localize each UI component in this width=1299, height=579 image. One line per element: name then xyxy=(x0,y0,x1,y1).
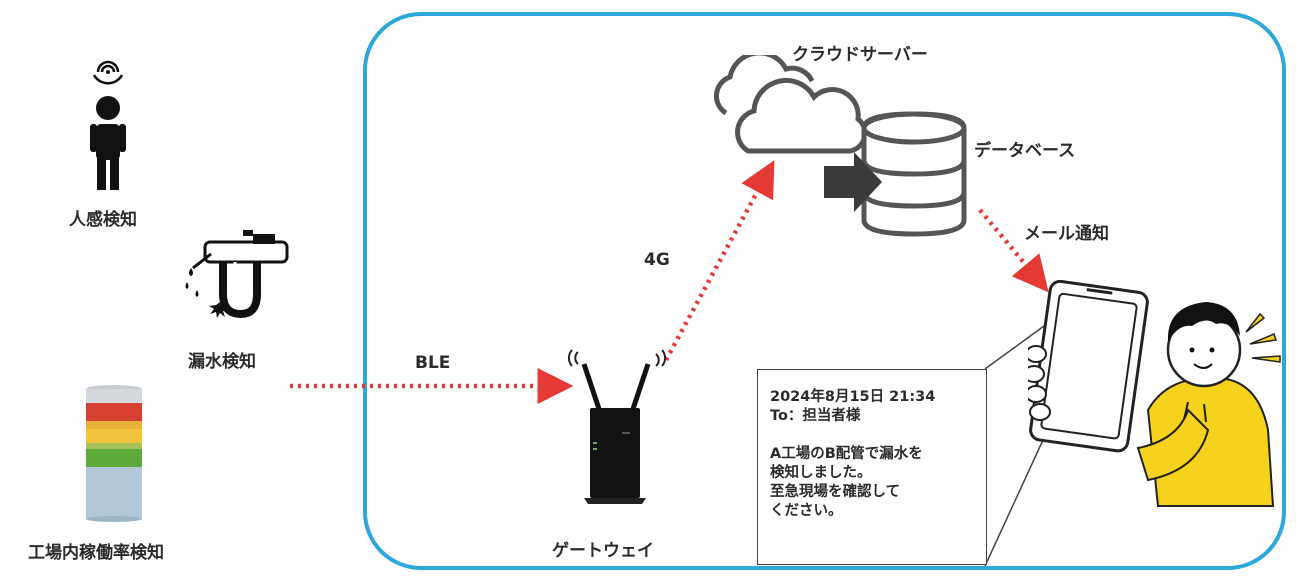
message-spacer xyxy=(770,426,976,445)
signal-tower-icon xyxy=(86,385,142,522)
cloud-server-label: クラウドサーバー xyxy=(792,45,928,65)
system-boundary xyxy=(363,12,1286,570)
gateway-label: ゲートウェイ xyxy=(552,541,654,561)
message-datetime: 2024年8月15日 21:34 xyxy=(770,389,936,405)
callout-line-top xyxy=(984,325,1045,370)
cellular-link xyxy=(664,160,775,362)
callout-line-bottom xyxy=(984,439,1044,567)
message-line-3: 至急現場を確認して xyxy=(770,484,901,500)
message-line-4: ください。 xyxy=(770,503,843,519)
person-sensor-icon xyxy=(90,60,126,190)
email-message-box: 2024年8月15日 21:34 To：担当者様 A工場のB配管で漏水を 検知し… xyxy=(757,369,987,565)
email-notify-label: メール通知 xyxy=(1024,224,1109,244)
database-icon xyxy=(824,111,967,237)
message-line-1: A工場のB配管で漏水を xyxy=(770,446,923,462)
person-with-phone-icon xyxy=(1028,280,1281,507)
message-recipient: To：担当者様 xyxy=(770,408,861,424)
ble-label: BLE xyxy=(415,353,451,373)
message-line-2: 検知しました。 xyxy=(770,465,872,481)
human-detection-label: 人感検知 xyxy=(69,210,137,230)
water-leak-icon xyxy=(185,230,289,319)
database-label: データベース xyxy=(974,141,1076,161)
leak-detection-label: 漏水検知 xyxy=(188,352,256,372)
cellular-label: 4G xyxy=(644,250,670,270)
operation-rate-label: 工場内稼働率検知 xyxy=(28,543,164,563)
router-icon xyxy=(568,349,666,504)
